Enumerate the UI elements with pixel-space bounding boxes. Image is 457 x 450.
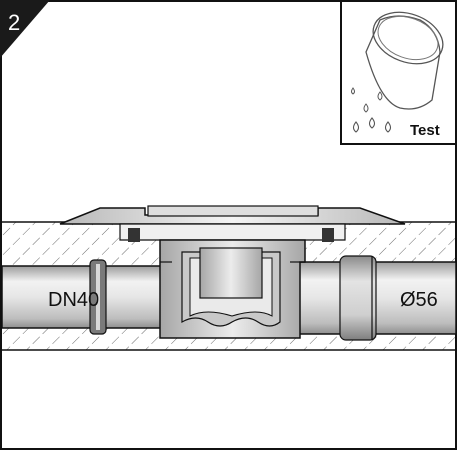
pipe-right <box>289 255 457 341</box>
water-cup-pour-icon <box>351 11 444 133</box>
pipe-left-label: DN40 <box>48 289 99 311</box>
pipe-right-label: Ø56 <box>400 289 438 311</box>
test-label: Test <box>410 122 440 139</box>
test-inset: Test <box>340 0 457 145</box>
step-badge: 2 <box>0 0 50 58</box>
pipe-left <box>1 259 173 335</box>
drain-body <box>59 205 406 339</box>
step-number: 2 <box>8 10 20 35</box>
